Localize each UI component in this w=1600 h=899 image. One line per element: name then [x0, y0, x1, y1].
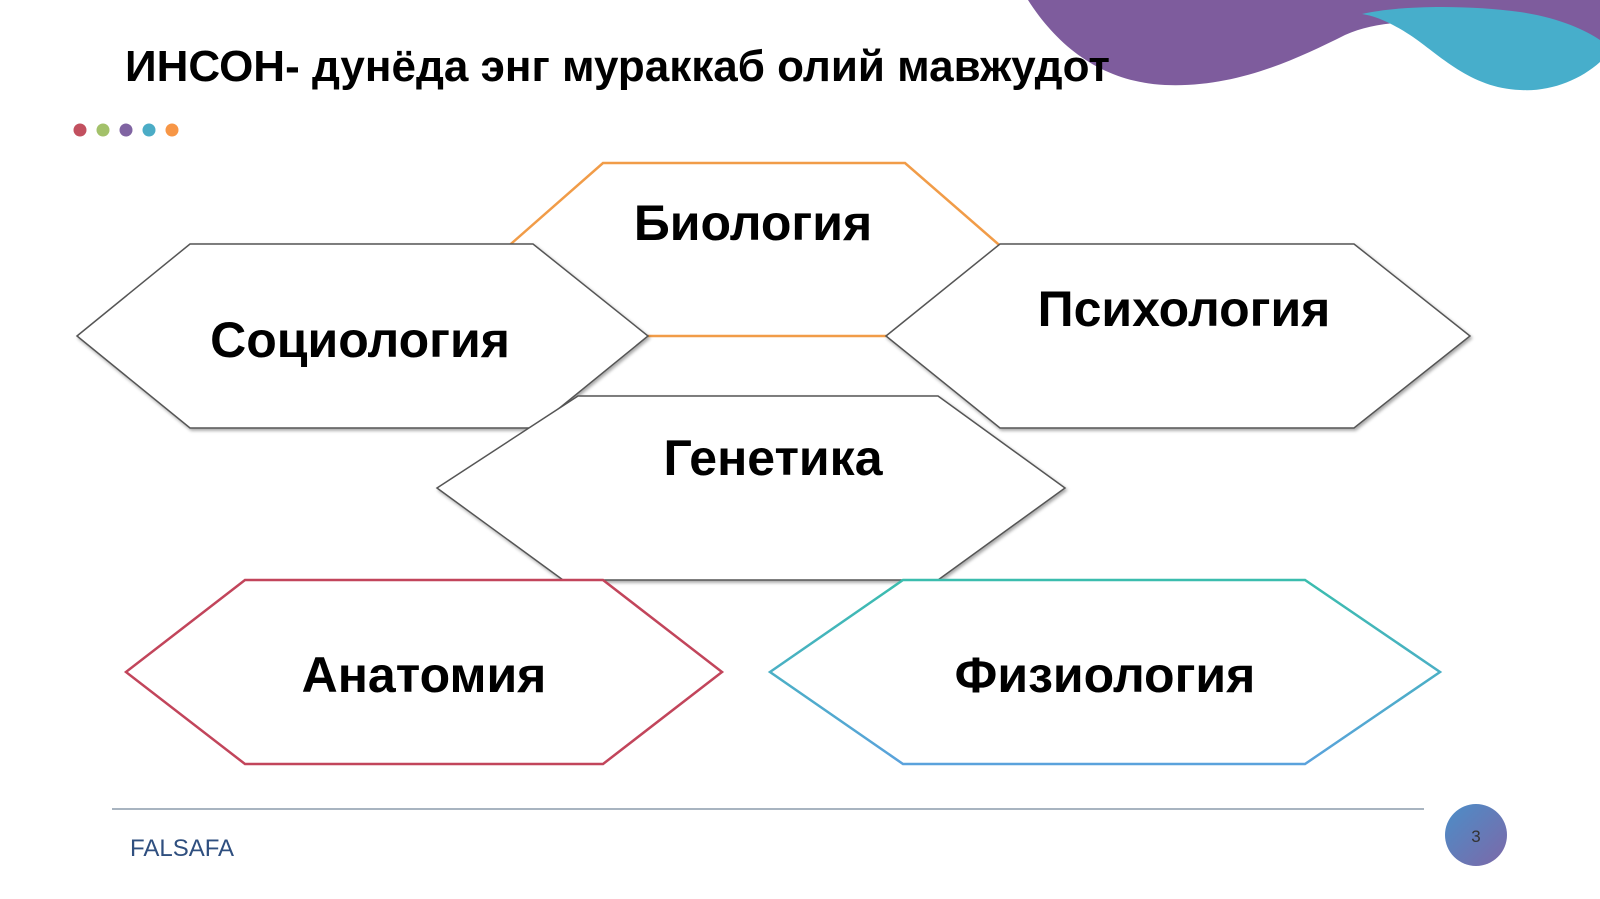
hexagon-label-sociology: Социология [210, 312, 510, 368]
page-number: 3 [1471, 827, 1480, 846]
hexagon-label-psychology: Психология [1038, 281, 1331, 337]
footer-label: FALSAFA [130, 835, 234, 862]
decor-dots [73, 123, 179, 137]
decor-dot-green [96, 123, 110, 137]
hexagon-sociology-shape [75, 243, 650, 429]
slide-title: ИНСОН- дунёда энг мураккаб олий мавжудот [125, 42, 1110, 91]
hexagon-sociology: Социология [75, 243, 650, 429]
hexagon-label-biology: Биология [634, 195, 872, 251]
hexagon-label-physiology: Физиология [955, 647, 1256, 703]
decor-dot-red [73, 123, 87, 137]
decor-dot-orange [165, 123, 179, 137]
decor-dot-purple [119, 123, 133, 137]
page-number-badge: 3 [1445, 804, 1507, 866]
page-number-circle [1445, 804, 1507, 866]
hexagon-anatomy: Анатомия [123, 578, 725, 766]
hexagon-physiology-shape [767, 578, 1443, 766]
hexagon-psychology: Психология [884, 243, 1472, 429]
hexagon-physiology: Физиология [767, 578, 1443, 766]
decor-dot-teal [142, 123, 156, 137]
hexagon-label-anatomy: Анатомия [302, 647, 547, 703]
hexagon-psychology-shape [884, 243, 1472, 429]
hexagon-label-genetics: Генетика [663, 430, 883, 486]
hexagon-anatomy-shape [123, 578, 725, 766]
decor-wave-teal [1362, 6, 1600, 91]
hexagon-genetics: Генетика [435, 395, 1067, 581]
